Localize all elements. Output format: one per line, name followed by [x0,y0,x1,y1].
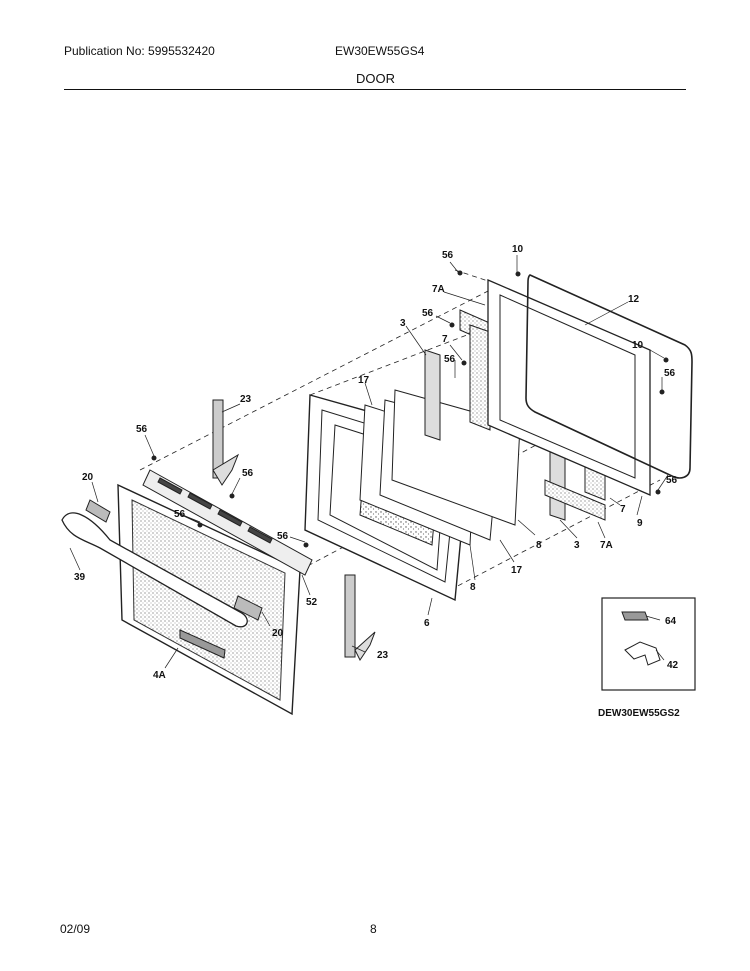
drawing-id: DEW30EW55GS2 [598,708,680,719]
callout-56: 56 [666,475,678,486]
callout-7: 7 [620,504,626,515]
inset-detail-box [601,597,696,691]
callout-8: 8 [536,540,542,551]
callout-17: 17 [511,565,523,576]
callout-42: 42 [667,660,679,671]
hinge-upper [212,399,240,486]
callout-56: 56 [422,308,434,319]
door-top-trim [142,469,313,576]
glass-bracket-left [424,349,441,441]
callout-10: 10 [512,244,524,255]
callout-56: 56 [444,354,456,365]
callout-3: 3 [574,540,580,551]
callout-20: 20 [272,628,284,639]
page-number: 8 [370,922,377,936]
callout-56: 56 [136,424,148,435]
callout-39: 39 [74,572,86,583]
callout-7: 7 [442,334,448,345]
revision-date: 02/09 [60,922,91,936]
callout-3: 3 [400,318,406,329]
callout-56: 56 [174,509,186,520]
callout-7A: 7A [600,540,613,551]
hinge-lower [344,574,376,661]
model-number: EW30EW55GS4 [335,44,425,58]
callout-9: 9 [637,518,643,529]
door-gasket [525,274,693,479]
publication-number: Publication No: 5995532420 [64,44,215,58]
callout-56: 56 [442,250,454,261]
handle-end-cap-left [85,499,111,523]
callout-64: 64 [665,616,677,627]
section-title: DOOR [356,71,395,86]
callout-10: 10 [632,340,644,351]
callout-56: 56 [664,368,676,379]
callout-20: 20 [82,472,94,483]
callout-7A: 7A [432,284,445,295]
callout-8: 8 [470,582,476,593]
callout-17: 17 [358,375,370,386]
callout-4A: 4A [153,670,166,681]
callout-23: 23 [377,650,389,661]
header-rule [64,89,686,90]
callout-6: 6 [424,618,430,629]
callout-56: 56 [242,468,254,479]
callout-12: 12 [628,294,640,305]
callout-23: 23 [240,394,252,405]
callout-56: 56 [277,531,289,542]
door-back-panel [487,279,651,496]
handle-end-cap-right [233,595,263,621]
callout-52: 52 [306,597,318,608]
door-handle [61,512,248,628]
